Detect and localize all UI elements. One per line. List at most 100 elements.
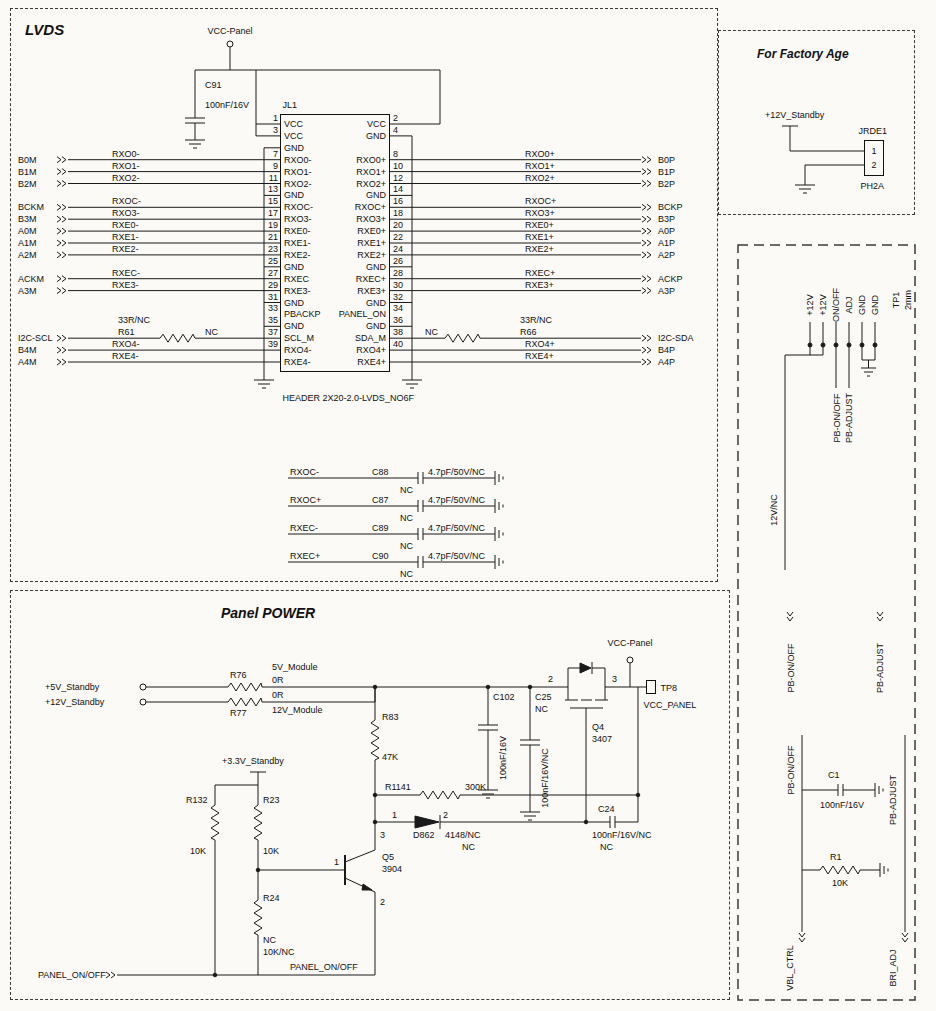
port-arrow [57,359,66,365]
schematic-label: RXE3+ [525,280,554,290]
pin-number: 23 [268,244,278,254]
schematic-label: RXEC- [112,268,140,278]
pin-number: 27 [268,268,278,278]
schematic-label: ADJ [844,296,854,313]
schematic-label: B3P [658,214,675,224]
schematic-label: RXOC- [290,467,319,477]
pin-name: RXE1- [284,238,311,248]
pin-name: RXOC- [284,202,313,212]
schematic-label: RXO3+ [525,208,555,218]
pad-dot [808,343,812,347]
schematic-label: C25 [535,692,552,702]
port-arrow [642,288,651,294]
schematic-label: NC [400,513,413,523]
schematic-label: ON/OFF [831,288,841,322]
schematic-label: RXE4- [112,351,139,361]
resistor-symbol [211,683,460,935]
schematic-label: B1M [18,167,37,177]
schematic-label: RXO2- [112,173,140,183]
schematic-label: R66 [520,327,537,337]
pin-number: 35 [268,315,278,325]
schematic-label: B2M [18,179,37,189]
power-port [140,699,146,705]
port-arrow [57,216,66,222]
schematic-label: 2 [548,674,553,684]
section-heading: Panel POWER [221,605,315,621]
schematic-label: B1P [658,167,675,177]
junction-dot [373,820,377,824]
schematic-label: 33R/NC [520,315,552,325]
pin-name: RXO0- [284,155,312,165]
pin-number: 26 [393,256,403,266]
schematic-label: RXE0- [112,220,139,230]
schematic-label: RXE0+ [525,220,554,230]
schematic-label: VCC-Panel [607,638,652,648]
schematic-label: 100nF/16V/NC [540,748,550,808]
pin-number: 33 [268,303,278,313]
port-arrow [642,157,651,163]
schematic-label: NC [600,842,613,852]
schematic-label: C90 [372,551,389,561]
schematic-label: +3.3V_Standby [222,756,284,766]
pin-name: RXE3- [284,286,311,296]
schematic-label: C87 [372,495,389,505]
schematic-label: R83 [382,712,399,722]
pin-number: 25 [268,256,278,266]
pin-number: 19 [268,220,278,230]
schematic-label: C1 [828,770,840,780]
schematic-label: 4148/NC [445,830,481,840]
port-arrow [642,347,651,353]
port-arrow [57,169,66,175]
pin-number: 32 [393,292,403,302]
pin-name: PBACKP [284,309,321,319]
schematic-label: A4P [658,357,675,367]
schematic-label: NC [462,842,475,852]
schematic-label: B4P [658,345,675,355]
schematic-label: B2P [658,179,675,189]
section-box: Panel POWER TP8VCC_PANEL [10,590,730,1000]
schematic-label: 3407 [592,734,612,744]
schematic-label: B3M [18,214,37,224]
pin-name: SDA_M [355,333,386,343]
port-arrow [642,181,651,187]
pin-number: 37 [268,327,278,337]
resistor-symbol [820,866,860,874]
schematic-label: 4.7pF/50V/NC [428,523,485,533]
pin-number: 3 [273,125,278,135]
junction-dot [486,685,490,689]
schematic-label: C89 [372,523,389,533]
pin-number: 24 [393,244,403,254]
schematic-label: 100nF/16V [205,100,249,110]
junction-dot [373,793,377,797]
schematic-label: PB-ON/OFF [785,746,795,795]
diode-symbol [415,816,439,828]
part-label: PH2A [861,181,885,192]
part-label: TP8 [661,683,678,694]
pin-number: 13 [268,184,278,194]
schematic-label: 4.7pF/50V/NC [428,467,485,477]
pin-name: SCL_M [284,333,314,343]
pad-dot [821,343,825,347]
pin-number: 20 [393,220,403,230]
schematic-label: RXE1+ [525,232,554,242]
schematic-label: BRI_ADJ [888,949,898,986]
schematic-label: R1141 [385,782,411,792]
schematic-label: PB-ON/OFF [785,644,795,693]
pin-name: GND [366,298,386,308]
pin-name: GND [366,131,386,141]
schematic-label: RXEC+ [525,268,555,278]
schematic-label: RXE3- [112,280,139,290]
port-arrow [57,204,66,210]
pin-number: 10 [393,161,403,171]
schematic-label: A3M [18,286,37,296]
pin-name: RXO1+ [356,167,386,177]
pin-number: 34 [393,303,403,313]
port-arrow [57,347,66,353]
schematic-label: BCKP [658,202,683,212]
test-point: TP8VCC_PANEL [646,680,656,694]
port-arrow [902,933,908,942]
schematic-label: PB-ADJUST [875,643,885,693]
diode-symbol [580,663,591,673]
